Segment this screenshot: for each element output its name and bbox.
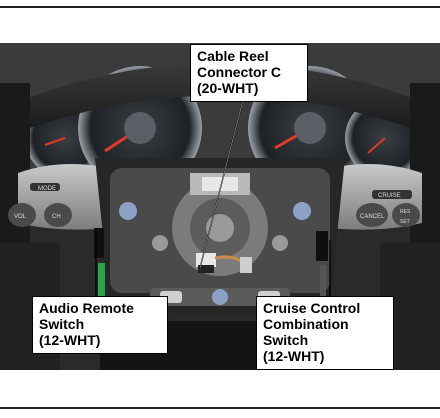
switch-connectors [94,228,328,299]
steering-hub [95,158,345,316]
top-border-line [0,6,440,8]
ch-button-label: CH [52,214,61,220]
set-button-label: SET [400,219,410,225]
cruise-control-switch-callout: Cruise Control Combination Switch (12-WH… [256,296,394,370]
cancel-button-label: CANCEL [360,214,385,220]
left-spoke: MODE VOL CH [8,164,110,230]
res-button-label: RES [400,209,411,215]
right-spoke: CRUISE CANCEL RES SET [330,164,422,230]
vol-button-label: VOL [14,214,27,220]
cable-reel-connector-callout: Cable Reel Connector C (20-WHT) [190,44,308,102]
audio-remote-switch-callout: Audio Remote Switch (12-WHT) [32,296,168,354]
bottom-border-line [0,407,440,409]
cruise-button-label: CRUISE [378,193,401,199]
mode-button-label: MODE [38,186,56,192]
